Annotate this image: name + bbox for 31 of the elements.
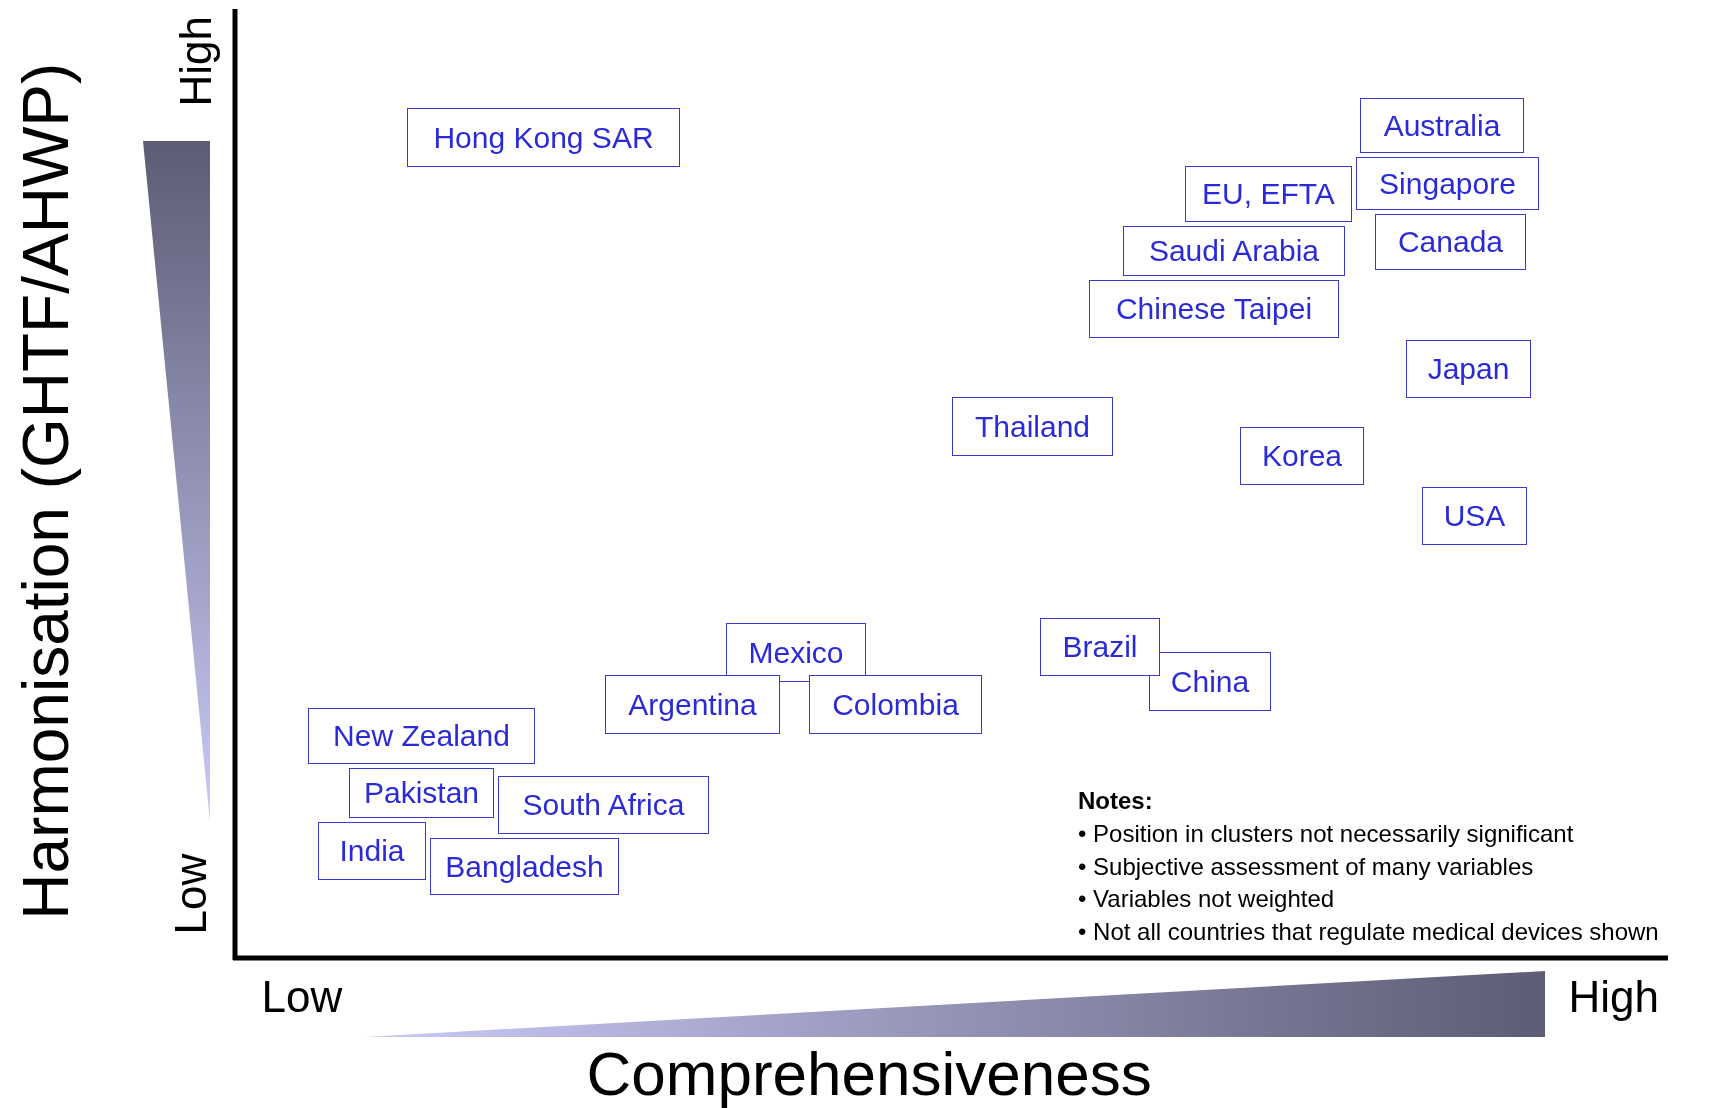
axis-title: Comprehensiveness <box>586 1040 1152 1108</box>
country-box: EU, EFTA <box>1185 166 1352 222</box>
notes-heading: Notes: <box>1078 788 1153 815</box>
country-box: Colombia <box>809 675 982 734</box>
country-box: Chinese Taipei <box>1089 280 1339 338</box>
country-box: Australia <box>1360 98 1524 153</box>
note-text: • Subjective assessment of many variables <box>1078 854 1534 881</box>
country-box: Singapore <box>1356 157 1539 210</box>
country-box: India <box>318 822 426 880</box>
country-box: Bangladesh <box>430 838 619 895</box>
axis-label: High <box>1568 973 1659 1022</box>
axis-label: High <box>171 15 220 107</box>
country-box: Pakistan <box>349 768 494 818</box>
country-box: Canada <box>1375 214 1526 270</box>
country-box: USA <box>1422 487 1527 545</box>
country-box: Thailand <box>952 397 1113 456</box>
country-box: New Zealand <box>308 708 535 764</box>
axis-title: Harmonisation (GHTF/AHWP) <box>10 62 82 920</box>
country-box: China <box>1149 652 1271 711</box>
country-box: Japan <box>1406 340 1531 398</box>
country-box: Brazil <box>1040 618 1160 676</box>
axis-label: Low <box>166 853 216 935</box>
country-box: Korea <box>1240 427 1364 485</box>
note-text: • Not all countries that regulate medical devices shown <box>1078 919 1659 946</box>
country-box: Argentina <box>605 675 780 734</box>
country-box: Saudi Arabia <box>1123 226 1345 276</box>
country-box: South Africa <box>498 776 709 834</box>
note-text: • Variables not weighted <box>1078 886 1335 913</box>
note-text: • Position in clusters not necessarily significant <box>1078 821 1574 848</box>
axis-label: Low <box>261 973 343 1022</box>
country-box: Hong Kong SAR <box>407 108 680 167</box>
